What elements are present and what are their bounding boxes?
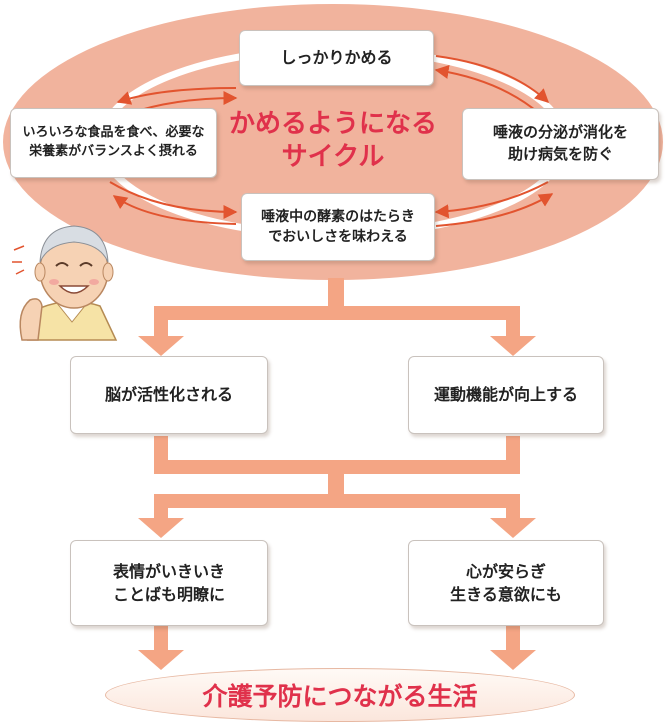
effect-motor-function: 運動機能が向上する [408,356,604,434]
cycle-title: かめるようになる サイクル [228,109,437,172]
effect-brain-activation: 脳が活性化される [70,356,268,434]
cycle-arrow-right-top [434,65,541,115]
cycle-node-top: しっかりかめる [239,30,434,86]
cycle-node-bottom: 唾液中の酵素のはたらき でおいしさを味わえる [241,193,435,261]
cycle-arrow-top-right [435,55,550,103]
effect-peace-of-mind: 心が安らぎ 生きる意欲にも [408,540,604,626]
cycle-arrow-right-bottom [434,181,549,219]
cycle-node-left: いろいろな食品を食べ、必要な 栄養素がバランスよく摂れる [10,108,217,178]
smiling-elderly-man-icon [12,225,118,341]
cycle-arrow-bottom-right [435,193,554,227]
cycle-arrow-top-left [116,87,237,105]
effect-expression-speech: 表情がいきいき ことばも明瞭に [70,540,268,626]
cycle-arrow-bottom-left [112,195,237,225]
final-outcome: 介護予防につながる生活 [105,668,575,722]
cycle-node-right: 唾液の分泌が消化を 助け病気を防ぐ [462,108,659,180]
final-outcome-label: 介護予防につながる生活 [202,682,478,711]
flow-connectors [138,278,536,670]
cycle-arrow-left-bottom [109,181,238,219]
